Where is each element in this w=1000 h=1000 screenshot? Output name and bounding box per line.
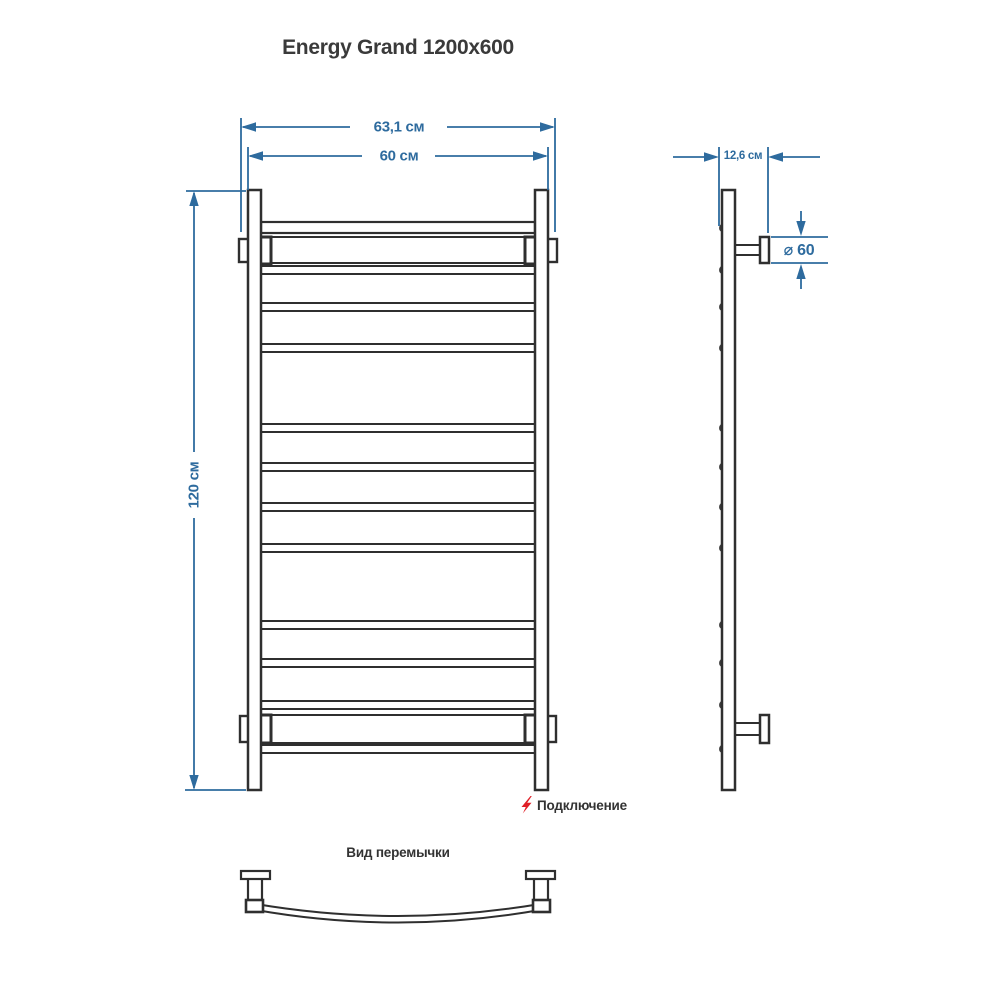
stub-flange <box>239 869 272 881</box>
rung <box>260 744 536 754</box>
rung <box>260 302 536 312</box>
arrowhead <box>540 122 555 132</box>
arrowhead <box>768 152 783 162</box>
arrowhead <box>189 775 199 790</box>
dimension-overall-width <box>240 118 556 232</box>
arrowhead <box>189 191 199 206</box>
side-view <box>719 188 771 792</box>
rung <box>259 220 537 235</box>
top-bracket-band <box>260 236 536 264</box>
rung <box>260 423 536 433</box>
arrowhead <box>796 221 806 236</box>
stub-collar <box>244 898 265 914</box>
drawing-title: Energy Grand 1200x600 <box>282 36 514 59</box>
dim-label-height: 120 см <box>185 461 203 509</box>
stub-post <box>532 876 550 904</box>
dim-label-rail-width: 60 см <box>379 147 419 165</box>
dim-label-bracket-diameter: ⌀ 60 <box>783 242 815 259</box>
dimensions <box>185 118 828 791</box>
dimension-bracket-diameter <box>771 211 828 289</box>
side-post <box>720 188 737 792</box>
crossbar-view <box>239 869 557 924</box>
side-bracket-flange <box>758 235 771 265</box>
side-bracket-flange <box>758 713 771 745</box>
rung <box>260 462 536 472</box>
bottom-bracket-band <box>260 714 536 744</box>
lightning-icon <box>521 796 532 814</box>
dimension-depth <box>673 147 820 233</box>
stub-post <box>246 876 264 904</box>
rung <box>260 700 536 710</box>
left-post <box>246 188 263 792</box>
dimension-height <box>185 190 246 791</box>
dim-label-depth: 12,6 см <box>723 150 763 162</box>
stub-flange <box>524 869 557 881</box>
rung <box>260 620 536 630</box>
rung <box>260 543 536 553</box>
rung <box>260 265 536 275</box>
side-bracket-arm <box>734 722 763 736</box>
dim-label-overall-width: 63,1 см <box>373 118 425 136</box>
dimension-rail-width <box>247 147 549 190</box>
rung <box>260 502 536 512</box>
arrowhead <box>241 122 256 132</box>
curved-crossbar <box>255 902 541 924</box>
rung <box>260 658 536 668</box>
stub-collar <box>531 898 552 914</box>
arrowhead <box>796 264 806 279</box>
right-post <box>533 188 550 792</box>
rung <box>260 343 536 353</box>
crossbar-view-label: Вид перемычки <box>346 845 450 860</box>
arrowhead <box>533 151 548 161</box>
arrowhead <box>704 152 719 162</box>
side-bracket-arm <box>734 244 763 256</box>
arrowhead <box>248 151 263 161</box>
front-view <box>237 188 559 792</box>
connection-label: Подключение <box>537 798 627 813</box>
